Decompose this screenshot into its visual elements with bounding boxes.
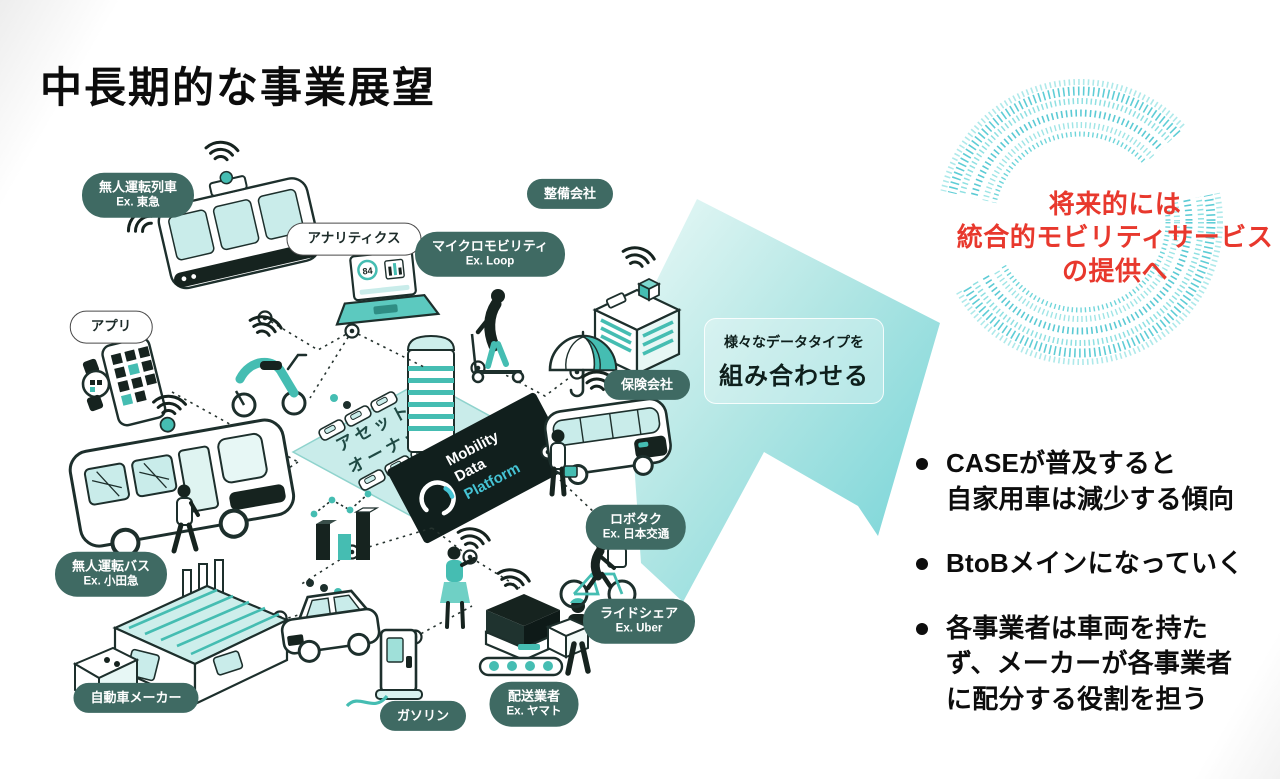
laptop-score-value: 84 — [362, 265, 373, 276]
key-points-list: CASEが普及すると 自家用車は減少する傾向 BtoBメインになっていく 各事業… — [916, 446, 1276, 747]
asset-owner-platform: アセット オーナー — [291, 334, 558, 524]
label-sub: Ex. Loop — [465, 255, 515, 268]
page-title: 中長期的な事業展望 — [40, 64, 437, 112]
label-text: 保険会社 — [620, 376, 674, 392]
bullet-text: CASEが普及すると 自家用車は減少する傾向 — [946, 448, 1235, 514]
label-driverless-bus: 無人運転バス Ex. 小田急 — [54, 551, 168, 597]
logo-line-2: Data — [452, 455, 489, 486]
lattice-nodes — [214, 310, 608, 645]
label-sub: Ex. ヤマト — [506, 705, 562, 718]
bar-chart-illustration — [310, 490, 380, 560]
asset-owner-label-1: アセット — [333, 399, 416, 455]
future-outlook-note: 将来的には 統合的モビリティサービス の提供へ — [956, 189, 1274, 286]
bullet-text: 各事業者は車両を持た ず、メーカーが各事業者 に配分する役割を担う — [946, 612, 1233, 715]
parked-cars — [316, 389, 440, 493]
label-car-maker: 自動車メーカー — [73, 682, 199, 714]
scooter-rider-illustration — [470, 289, 525, 384]
label-robotaxi: ロボタク Ex. 日本交通 — [585, 504, 687, 550]
platform-logo-icon — [419, 480, 456, 516]
label-rideshare: ライドシェア Ex. Uber — [582, 598, 696, 644]
label-maintenance-company: 整備会社 — [526, 178, 614, 210]
woman-with-phone-illustration — [440, 524, 493, 629]
label-analytics: アナリティクス — [286, 222, 422, 256]
logo-line-3: Platform — [461, 460, 523, 504]
mobility-data-platform-sign: Mobility Data Platform — [387, 392, 573, 544]
ev-charger — [345, 628, 423, 708]
label-text: アプリ — [90, 318, 132, 334]
delivery-robot-illustration — [478, 565, 564, 677]
list-item: BtoBメインになっていく — [916, 546, 1276, 582]
label-text: 無人運転列車 — [98, 179, 178, 195]
label-text: 無人運転バス — [71, 558, 151, 574]
label-text: ライドシェア — [599, 605, 679, 621]
car — [280, 589, 381, 663]
label-sub: Ex. 小田急 — [83, 575, 139, 588]
label-sub: Ex. 東急 — [116, 196, 160, 209]
arrow-note-box: 様々なデータタイプを 組み合わせる — [704, 318, 884, 404]
label-text: ロボタク — [609, 511, 662, 527]
connection-lattice — [171, 317, 601, 638]
bullet-icon — [916, 458, 928, 470]
label-text: ガソリン — [396, 707, 450, 723]
label-sub: Ex. Uber — [615, 622, 663, 635]
list-item: 各事業者は車両を持た ず、メーカーが各事業者 に配分する役割を担う — [916, 611, 1276, 718]
label-insurance-company: 保険会社 — [603, 369, 691, 401]
bus-illustration — [68, 393, 296, 558]
bullet-text: BtoBメインになっていく — [946, 548, 1244, 579]
label-text: 自動車メーカー — [90, 689, 182, 705]
label-text: 配送業者 — [507, 688, 560, 704]
app-phone-watch-illustration — [81, 336, 167, 427]
maintenance-building-illustration — [592, 243, 682, 376]
label-text: アナリティクス — [307, 230, 401, 246]
logo-line-1: Mobility — [443, 428, 502, 470]
accent-dots — [306, 394, 351, 596]
person-with-box-illustration — [545, 598, 591, 676]
label-app: アプリ — [69, 310, 153, 344]
label-gasoline: ガソリン — [379, 700, 467, 732]
bullet-icon — [916, 558, 928, 571]
label-sub: Ex. 日本交通 — [602, 528, 670, 541]
bullet-icon — [916, 622, 928, 635]
label-text: 整備会社 — [543, 185, 597, 201]
arrow-note-line-1: 様々なデータタイプを — [724, 333, 864, 350]
asset-owner-label-2: オーナー — [345, 421, 428, 477]
label-driverless-train: 無人運転列車 Ex. 東急 — [81, 172, 195, 218]
label-text: マイクロモビリティ — [432, 238, 548, 254]
car-and-charger-illustration — [280, 589, 423, 708]
label-micromobility: マイクロモビリティ Ex. Loop — [415, 231, 565, 277]
moped-illustration — [231, 312, 308, 418]
person-by-robotaxi — [549, 429, 578, 497]
person-by-bus — [171, 484, 200, 554]
label-delivery-company: 配送業者 Ex. ヤマト — [489, 681, 579, 727]
tower-building — [406, 334, 456, 453]
arrow-note-line-2: 組み合わせる — [719, 362, 869, 390]
list-item: CASEが普及すると 自家用車は減少する傾向 — [916, 446, 1276, 517]
